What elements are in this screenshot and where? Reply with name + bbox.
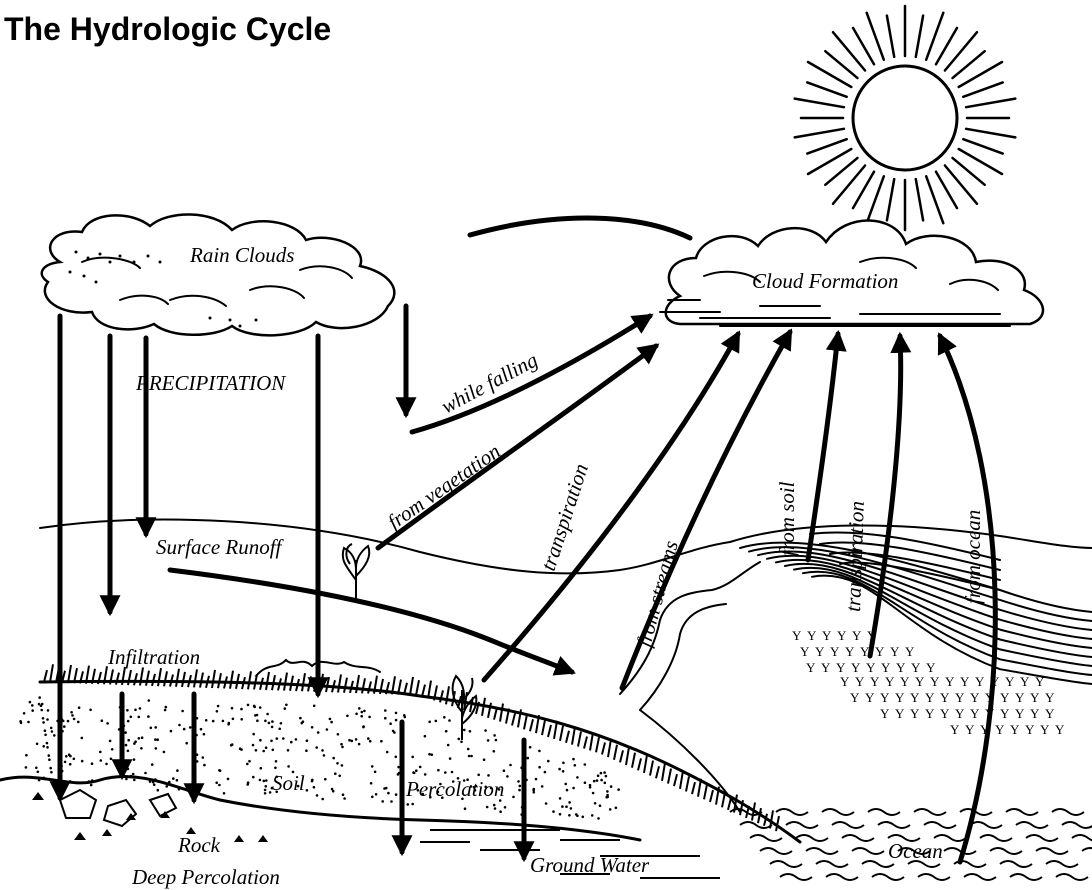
svg-text:Y: Y [896, 660, 906, 675]
svg-text:Y: Y [926, 660, 936, 675]
svg-text:Y: Y [875, 644, 885, 659]
svg-text:Y: Y [895, 706, 905, 721]
svg-text:Y: Y [870, 674, 880, 689]
svg-text:Y: Y [865, 690, 875, 705]
from-vegetation-label: from vegetation [383, 439, 505, 534]
ground-surface-line [40, 681, 800, 842]
svg-text:Y: Y [980, 722, 990, 737]
from-soil-label: from soil [775, 481, 799, 556]
svg-text:Y: Y [845, 644, 855, 659]
svg-text:Y: Y [1000, 706, 1010, 721]
svg-text:Y: Y [1035, 674, 1045, 689]
svg-text:Y: Y [940, 706, 950, 721]
svg-text:Y: Y [910, 690, 920, 705]
svg-text:Y: Y [851, 660, 861, 675]
svg-text:Y: Y [890, 644, 900, 659]
svg-text:Y: Y [970, 690, 980, 705]
plant-icon-1 [343, 544, 370, 602]
svg-text:Y: Y [792, 628, 802, 643]
diagram-title: The Hydrologic Cycle [4, 11, 331, 47]
svg-text:Y: Y [1045, 706, 1055, 721]
svg-text:Y: Y [885, 674, 895, 689]
svg-text:Y: Y [867, 628, 877, 643]
svg-text:Y: Y [940, 690, 950, 705]
svg-text:Y: Y [915, 674, 925, 689]
svg-text:Y: Y [837, 628, 847, 643]
svg-text:Y: Y [905, 644, 915, 659]
cloud-return-arrow [470, 218, 690, 238]
rock-icon [60, 790, 176, 826]
svg-text:Y: Y [970, 706, 980, 721]
soil-label: Soil [272, 771, 305, 795]
svg-text:Y: Y [1010, 722, 1020, 737]
rain-clouds-icon [42, 214, 395, 335]
ocean-label: Ocean [888, 839, 943, 863]
svg-text:Y: Y [985, 690, 995, 705]
svg-text:Y: Y [1015, 690, 1025, 705]
svg-text:Y: Y [945, 674, 955, 689]
svg-text:Y: Y [965, 722, 975, 737]
svg-text:Y: Y [975, 674, 985, 689]
svg-text:Y: Y [1005, 674, 1015, 689]
surface-runoff-label: Surface Runoff [156, 535, 285, 559]
svg-text:Y: Y [866, 660, 876, 675]
svg-text:Y: Y [840, 674, 850, 689]
percolation-label: Percolation [405, 777, 504, 801]
svg-text:Y: Y [955, 706, 965, 721]
svg-text:Y: Y [800, 644, 810, 659]
svg-text:Y: Y [850, 690, 860, 705]
svg-text:Y: Y [950, 722, 960, 737]
svg-text:Y: Y [925, 690, 935, 705]
surface-runoff-arrow [170, 570, 572, 672]
rain-clouds-label: Rain Clouds [189, 243, 294, 267]
svg-text:Y: Y [1020, 674, 1030, 689]
svg-text:Y: Y [910, 706, 920, 721]
svg-text:Y: Y [807, 628, 817, 643]
svg-text:Y: Y [1015, 706, 1025, 721]
svg-text:Y: Y [990, 674, 1000, 689]
svg-text:Y: Y [911, 660, 921, 675]
svg-text:Y: Y [852, 628, 862, 643]
svg-text:Y: Y [930, 674, 940, 689]
svg-text:Y: Y [1025, 722, 1035, 737]
svg-text:Y: Y [881, 660, 891, 675]
svg-text:Y: Y [1040, 722, 1050, 737]
svg-text:Y: Y [860, 644, 870, 659]
svg-text:Y: Y [815, 644, 825, 659]
svg-text:Y: Y [895, 690, 905, 705]
svg-text:Y: Y [1000, 690, 1010, 705]
sun-icon [795, 6, 1016, 230]
cloud-formation-label: Cloud Formation [752, 269, 898, 293]
svg-text:Y: Y [960, 674, 970, 689]
svg-text:Y: Y [806, 660, 816, 675]
svg-text:Y: Y [1045, 690, 1055, 705]
deep-percolation-label: Deep Percolation [131, 865, 280, 889]
svg-text:Y: Y [985, 706, 995, 721]
svg-text:Y: Y [830, 644, 840, 659]
svg-text:Y: Y [855, 674, 865, 689]
svg-text:Y: Y [900, 674, 910, 689]
svg-text:Y: Y [955, 690, 965, 705]
infiltration-label: Infiltration [107, 645, 200, 669]
svg-text:Y: Y [822, 628, 832, 643]
while-falling-label: while falling [437, 348, 542, 419]
svg-text:Y: Y [1030, 706, 1040, 721]
svg-text:Y: Y [880, 690, 890, 705]
svg-text:Y: Y [880, 706, 890, 721]
svg-text:Y: Y [836, 660, 846, 675]
from-ocean-label: from ocean [961, 510, 985, 604]
svg-text:Y: Y [1055, 722, 1065, 737]
svg-text:Y: Y [1030, 690, 1040, 705]
svg-text:Y: Y [925, 706, 935, 721]
precipitation-label: PRECIPITATION [135, 371, 286, 395]
svg-text:Y: Y [995, 722, 1005, 737]
svg-text:Y: Y [821, 660, 831, 675]
rock-label: Rock [177, 833, 221, 857]
ground-water-label: Ground Water [530, 853, 650, 877]
